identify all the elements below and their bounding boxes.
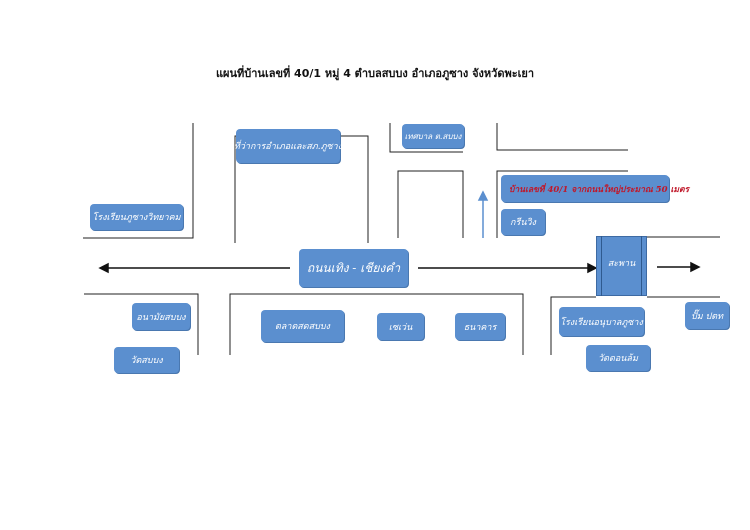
gas-station-label[interactable]: ปั๊ม ปตท (685, 302, 729, 329)
bridge[interactable] (596, 236, 647, 296)
seven-eleven-label[interactable]: เซเว่น (377, 313, 424, 340)
municipality-label[interactable]: เทศบาล ต.สบบง (402, 124, 464, 148)
map-title: แผนที่บ้านเลขที่ 40/1 หมู่ 4 ตำบลสบบง อำ… (215, 67, 535, 80)
block-municipality (389, 123, 463, 153)
road-label[interactable]: ถนนเทิง - เชียงคำ (299, 249, 408, 287)
block-upper-right (496, 170, 628, 238)
bank-label[interactable]: ธนาคาร (455, 313, 505, 340)
block-square (397, 170, 464, 238)
school-left-label[interactable]: โรงเรียนภูซางวิทยาคม (90, 204, 183, 230)
block-lower-right (550, 296, 596, 355)
district-office-label[interactable]: ที่ว่าการอำเภอและสภ.ภูซาง (234, 129, 342, 163)
arrow-right-icon-east (657, 261, 701, 273)
wat-sobbong-label[interactable]: วัดสบบง (114, 347, 179, 373)
arrow-right-icon (418, 262, 598, 274)
block-upper-left-edge (83, 123, 194, 239)
bridge-rail-right (641, 236, 642, 296)
wat-right-label[interactable]: วัดดอนล้ม (586, 345, 650, 371)
arrow-left-icon (98, 262, 290, 274)
bridge-rail-left (601, 236, 602, 296)
bridge-label: สะพาน (607, 259, 636, 269)
home-label[interactable]: บ้านเลขที่ 40/1 จากถนนใหญ่ประมาณ 50 เมตร (501, 175, 689, 202)
block-municipality-right (496, 123, 628, 151)
arrow-up-icon (477, 190, 489, 238)
health-station-label[interactable]: อนามัยสบบง (132, 303, 190, 330)
market-label[interactable]: ตลาดสดสบบง (261, 310, 344, 342)
block-lower-left (84, 293, 199, 355)
block-market (229, 293, 524, 355)
school-right-label[interactable]: โรงเรียนอนุบาลภูซาง (559, 307, 644, 336)
kindergarten-label[interactable]: กรีนวิง (501, 209, 545, 235)
